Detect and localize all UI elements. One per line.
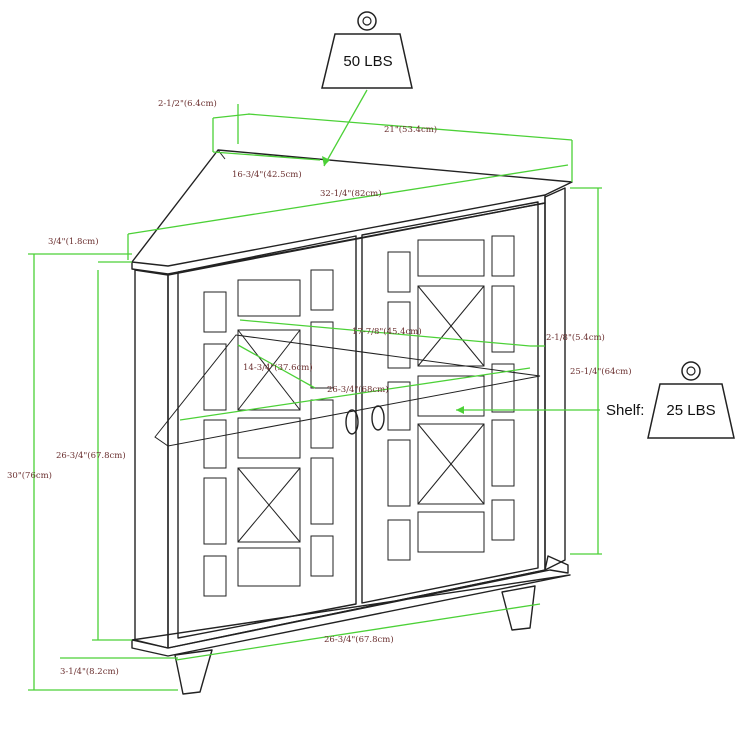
base-plinth	[131, 555, 571, 657]
right-front-leg	[501, 585, 536, 631]
left-door	[177, 235, 357, 639]
right-door	[361, 201, 539, 604]
left-front-leg	[174, 649, 213, 695]
dim-leg-height: 3-1/4"(8.2cm)	[60, 666, 119, 677]
dim-body-height: 26-3/4"(67.8cm)	[56, 450, 126, 461]
dim-front-width-top: 32-1/4"(82cm)	[320, 188, 382, 199]
dim-top-inset: 2-1/2"(6.4cm)	[158, 98, 217, 109]
top-weight-label: 50 LBS	[343, 53, 392, 70]
right-door-lattice	[387, 235, 515, 561]
dim-shelf-offset: 2-1/8"(5.4cm)	[546, 332, 605, 343]
shelf-prefix-label: Shelf:	[606, 402, 644, 419]
dim-shelf-depth: 17-7/8"(45.4cm)	[352, 326, 422, 337]
shelf-weight-icon: 25 LBS	[647, 361, 735, 439]
left-side-panel	[134, 269, 169, 649]
top-weight-icon: 50 LBS	[321, 11, 413, 89]
left-door-lattice	[203, 269, 334, 597]
dim-shelf-front: 26-3/4"(68cm)	[327, 384, 389, 395]
cabinet-top	[131, 149, 573, 267]
dim-total-height: 30"(76cm)	[7, 470, 52, 481]
right-knob	[371, 405, 385, 431]
dim-front-width-bottom: 26-3/4"(67.8cm)	[324, 634, 394, 645]
dim-top-thickness: 3/4"(1.8cm)	[48, 236, 99, 247]
dimension-lines	[28, 104, 602, 691]
cabinet-drawing	[131, 149, 573, 695]
dimension-labels: 2-1/2"(6.4cm) 21"(53.4cm) 16-3/4"(42.5cm…	[7, 98, 632, 677]
dim-top-side: 16-3/4"(42.5cm)	[232, 169, 302, 180]
dim-top-width: 21"(53.4cm)	[384, 124, 437, 135]
right-side-panel	[544, 187, 566, 571]
dim-side-height: 25-1/4"(64cm)	[570, 366, 632, 377]
top-weight-pointer	[323, 89, 368, 167]
dim-shelf-side: 14-3/4"(37.6cm)	[243, 362, 313, 373]
shelf	[154, 334, 541, 447]
shelf-weight-label: 25 LBS	[666, 402, 715, 419]
left-knob	[345, 409, 359, 435]
